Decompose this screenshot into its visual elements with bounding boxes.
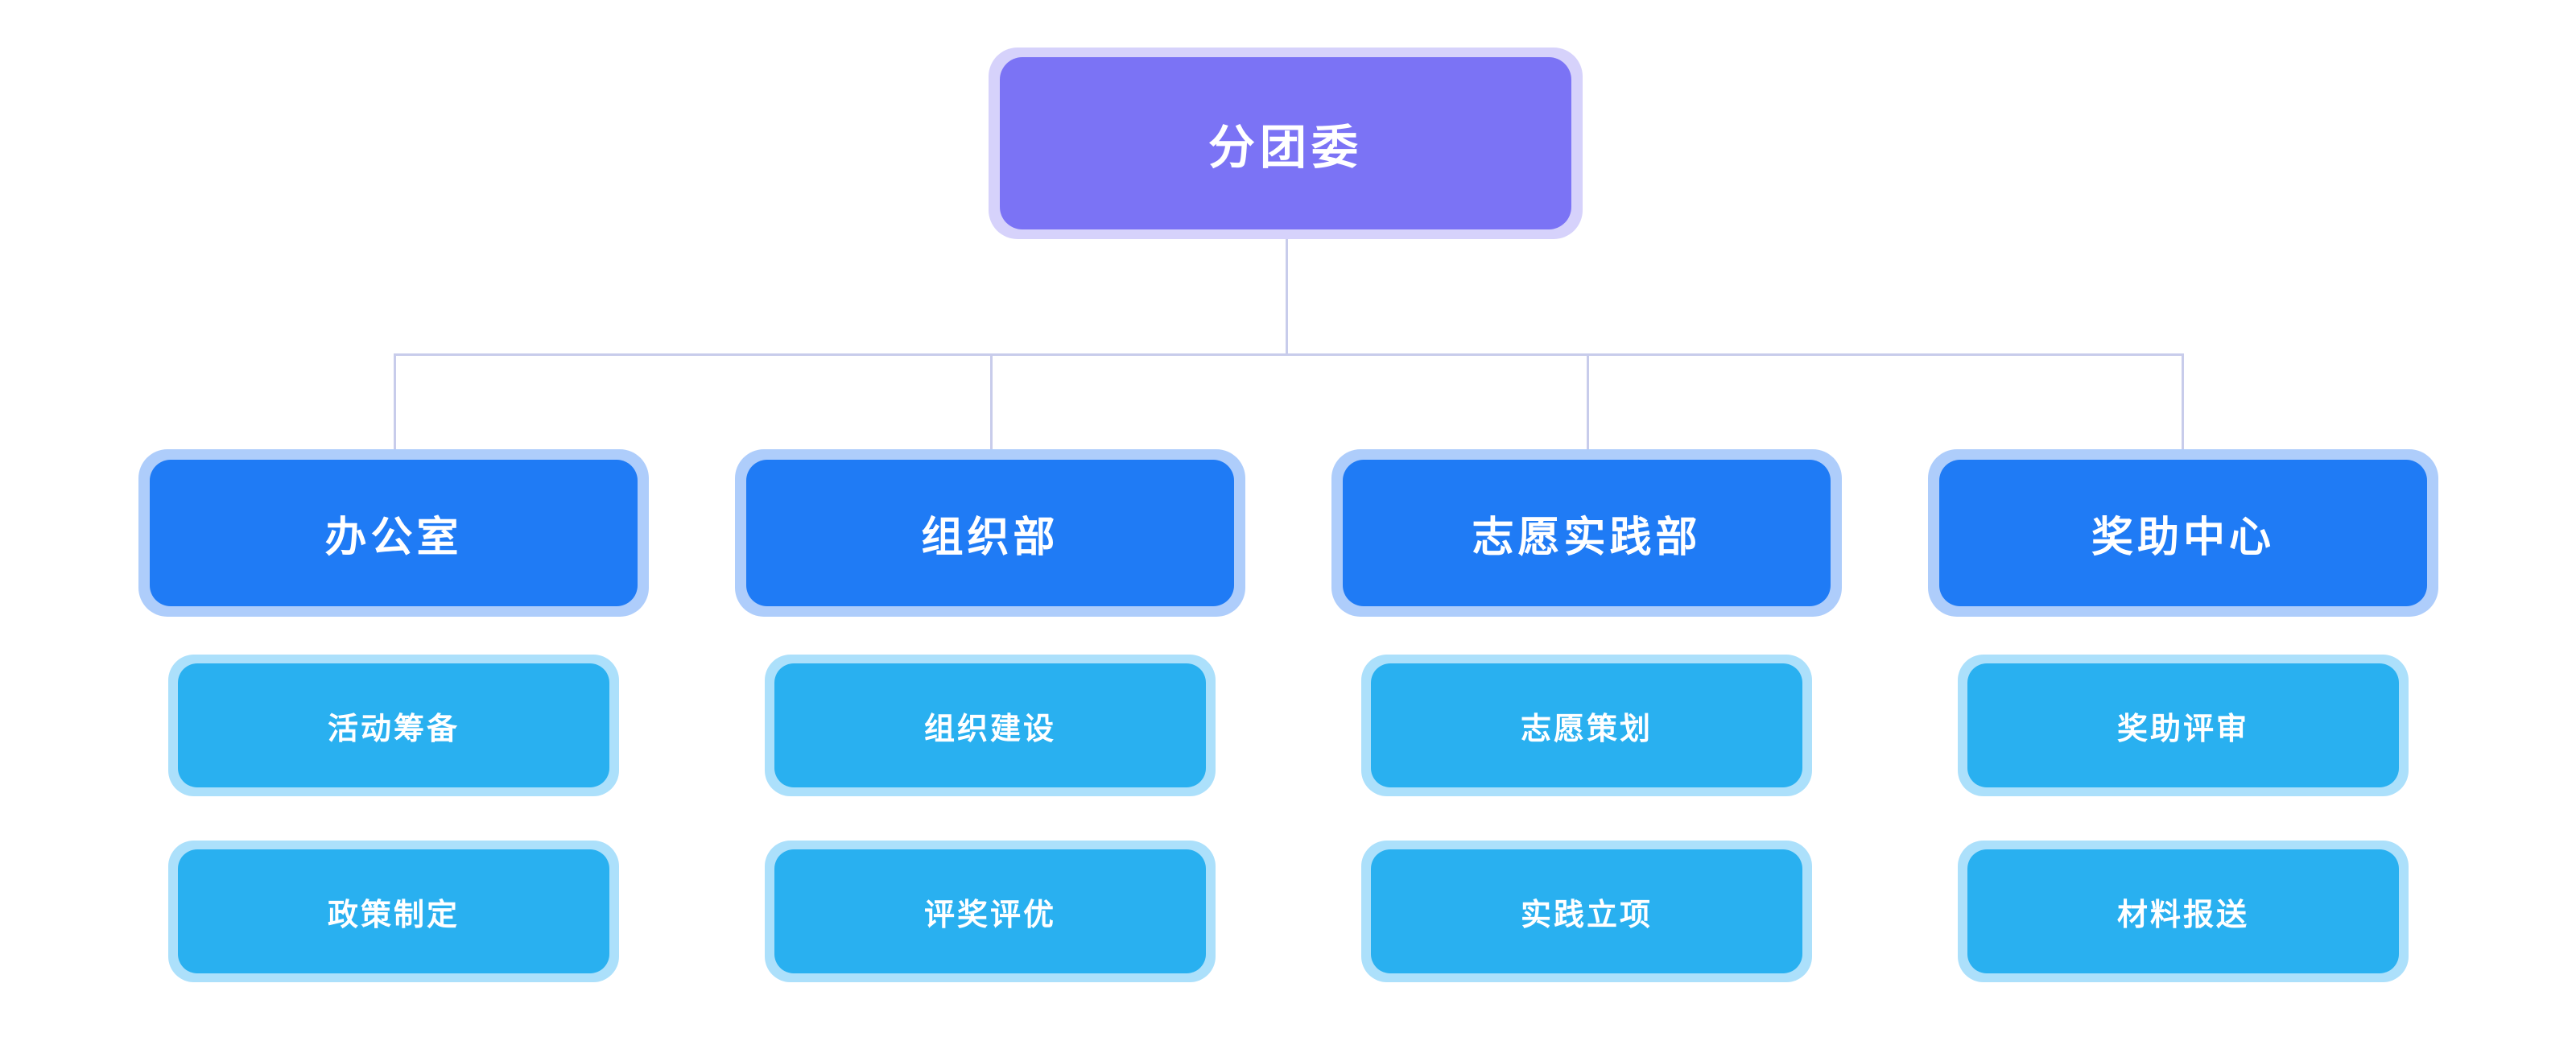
node-sub-awards-excellence[interactable]: 评奖评优	[765, 841, 1216, 982]
connector-drop-dept-4	[2182, 353, 2184, 457]
node-sub-material-submission[interactable]: 材料报送	[1958, 841, 2409, 982]
node-dept-office-label: 办公室	[150, 460, 638, 606]
node-sub-policy-formulation[interactable]: 政策制定	[168, 841, 619, 982]
connector-drop-dept-3	[1587, 353, 1589, 457]
node-sub-volunteer-planning[interactable]: 志愿策划	[1361, 655, 1812, 796]
node-sub-organization-building-label: 组织建设	[774, 663, 1206, 787]
node-root-label: 分团委	[1000, 57, 1571, 229]
node-sub-policy-formulation-label: 政策制定	[178, 849, 609, 973]
connector-drop-dept-2	[990, 353, 993, 457]
node-sub-event-preparation-label: 活动筹备	[178, 663, 609, 787]
connector-horizontal-bus	[394, 353, 2184, 356]
node-sub-volunteer-planning-label: 志愿策划	[1371, 663, 1802, 787]
node-dept-volunteer-practice[interactable]: 志愿实践部	[1331, 449, 1842, 617]
node-dept-organization-label: 组织部	[746, 460, 1234, 606]
node-sub-material-submission-label: 材料报送	[1967, 849, 2399, 973]
node-sub-award-review-label: 奖助评审	[1967, 663, 2399, 787]
node-sub-event-preparation[interactable]: 活动筹备	[168, 655, 619, 796]
node-dept-award-aid-center[interactable]: 奖助中心	[1928, 449, 2438, 617]
node-dept-organization[interactable]: 组织部	[735, 449, 1245, 617]
node-sub-practice-project[interactable]: 实践立项	[1361, 841, 1812, 982]
node-sub-awards-excellence-label: 评奖评优	[774, 849, 1206, 973]
node-dept-volunteer-practice-label: 志愿实践部	[1343, 460, 1831, 606]
connector-drop-dept-1	[394, 353, 396, 457]
node-sub-practice-project-label: 实践立项	[1371, 849, 1802, 973]
node-sub-award-review[interactable]: 奖助评审	[1958, 655, 2409, 796]
node-dept-office[interactable]: 办公室	[138, 449, 649, 617]
node-root[interactable]: 分团委	[989, 48, 1583, 239]
node-dept-award-aid-center-label: 奖助中心	[1939, 460, 2427, 606]
node-sub-organization-building[interactable]: 组织建设	[765, 655, 1216, 796]
